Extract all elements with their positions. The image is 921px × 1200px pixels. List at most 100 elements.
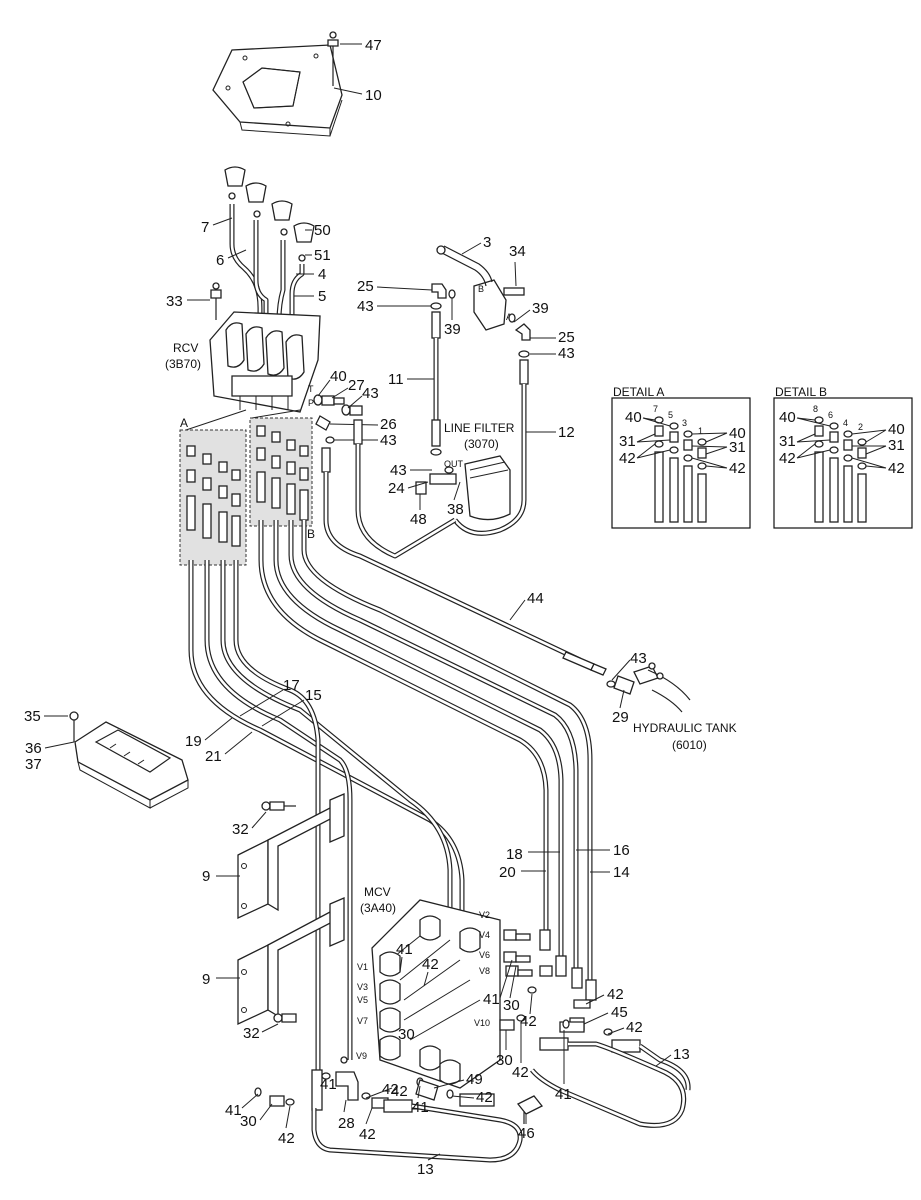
port-v7: V7 [357, 1016, 368, 1026]
callout-38: 38 [447, 501, 464, 518]
valve-block: B A [436, 245, 525, 331]
callout-29: 29 [612, 709, 629, 726]
line-filter-code: (3070) [464, 437, 499, 451]
callout-45: 45 [611, 1004, 628, 1021]
callout-43d: 43 [380, 432, 397, 449]
rcv-port-p: P [308, 398, 314, 408]
callout-43f: 43 [630, 650, 647, 667]
callout-42a: 42 [422, 956, 439, 973]
rcv-levers [224, 166, 315, 330]
detail-b-port-6: 6 [828, 410, 833, 420]
pilot-hoses-b [258, 520, 593, 990]
bolts-32 [261, 801, 297, 1023]
cover-plate [212, 44, 343, 137]
callout-41e: 41 [225, 1102, 242, 1119]
callout-17: 17 [283, 677, 300, 694]
callout-43a: 43 [357, 298, 374, 315]
port-v8: V8 [479, 966, 490, 976]
callout-50: 50 [314, 222, 331, 239]
area-a-label: A [180, 416, 188, 430]
detail-a-port-3: 3 [682, 418, 687, 428]
callout-13a: 13 [673, 1046, 690, 1063]
callout-42c: 42 [607, 986, 624, 1003]
callout-25a: 25 [357, 278, 374, 295]
callout-41d: 41 [412, 1099, 429, 1116]
callout-5: 5 [318, 288, 326, 305]
fittings-25 [430, 283, 531, 358]
detail-a-port-7: 7 [653, 404, 658, 414]
detail-a-port-1: 1 [698, 426, 703, 436]
callout-42i: 42 [359, 1126, 376, 1143]
callout-10: 10 [365, 87, 382, 104]
detail-a-title: DETAIL A [613, 385, 664, 399]
area-b-fittings [256, 425, 309, 521]
port-v9: V9 [356, 1051, 367, 1061]
port-v4: V4 [479, 930, 490, 940]
detail-b-31-left: 31 [779, 433, 796, 450]
callout-42e: 42 [512, 1064, 529, 1081]
callout-3: 3 [483, 234, 491, 251]
callout-43b: 43 [558, 345, 575, 362]
callout-39b: 39 [532, 300, 549, 317]
hose-11 [430, 311, 442, 456]
callout-25b: 25 [558, 329, 575, 346]
callout-32b: 32 [243, 1025, 260, 1042]
callout-42j: 42 [382, 1081, 399, 1098]
hose-12 [453, 359, 529, 536]
mcv-label: MCV [364, 885, 391, 899]
callout-30d: 30 [240, 1113, 257, 1130]
callout-4: 4 [318, 266, 326, 283]
port-v1: V1 [357, 962, 368, 972]
callout-14: 14 [613, 864, 630, 881]
detail-b-port-2: 2 [858, 422, 863, 432]
callout-43e: 43 [390, 462, 407, 479]
rcv-code: (3B70) [165, 357, 201, 371]
callout-47: 47 [365, 37, 382, 54]
rcv-valve [209, 311, 321, 413]
callout-27: 27 [348, 377, 365, 394]
rcv-label: RCV [173, 341, 198, 355]
callout-33: 33 [166, 293, 183, 310]
detail-b-title: DETAIL B [775, 385, 827, 399]
callout-24: 24 [388, 480, 405, 497]
callout-42h: 42 [278, 1130, 295, 1147]
callout-13b: 13 [417, 1161, 434, 1178]
callout-34: 34 [509, 243, 526, 260]
callout-44: 44 [527, 590, 544, 607]
detail-a-40-right: 40 [729, 425, 746, 442]
callout-36: 36 [25, 740, 42, 757]
detail-b-31-right: 31 [888, 437, 905, 454]
callout-51: 51 [314, 247, 331, 264]
port-v10: V10 [474, 1018, 490, 1028]
callout-21: 21 [205, 748, 222, 765]
mcv-bottom-fittings [254, 1056, 544, 1124]
callout-39a: 39 [444, 321, 461, 338]
callout-30a: 30 [503, 997, 520, 1014]
callout-16: 16 [613, 842, 630, 859]
callout-32a: 32 [232, 821, 249, 838]
callout-30b: 30 [496, 1052, 513, 1069]
detail-b-port-4: 4 [843, 418, 848, 428]
area-a-fittings [186, 445, 241, 547]
detail-b-42-right: 42 [888, 460, 905, 477]
line-filter: OUT [415, 455, 511, 521]
hydraulic-tank-port [606, 662, 691, 713]
hose-13-bottom [311, 1103, 523, 1163]
detail-a-42-left: 42 [619, 450, 636, 467]
detail-b-40-right: 40 [888, 421, 905, 438]
block-port-b: B [478, 284, 484, 294]
callout-11: 11 [388, 371, 404, 388]
callout-12: 12 [558, 424, 575, 441]
callout-7: 7 [201, 219, 209, 236]
port-v2: V2 [479, 910, 490, 920]
callout-28: 28 [338, 1115, 355, 1132]
callout-26: 26 [380, 416, 397, 433]
foot-plate [69, 711, 189, 809]
bolt-47 [327, 31, 339, 86]
filter-out-label: OUT [444, 459, 464, 469]
callout-19: 19 [185, 733, 202, 750]
callout-35: 35 [24, 708, 41, 725]
detail-b-40-left: 40 [779, 409, 796, 426]
